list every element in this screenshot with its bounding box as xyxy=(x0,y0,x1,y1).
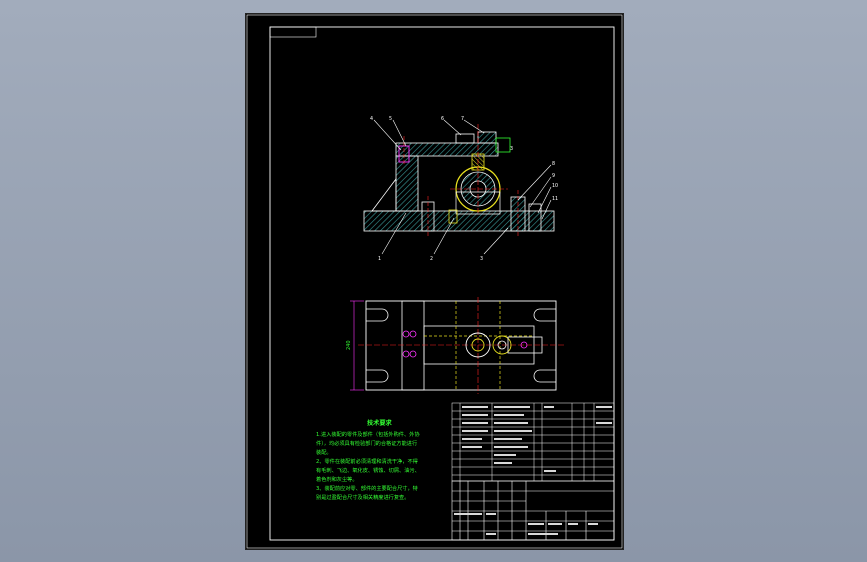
part-label: 11 xyxy=(552,196,558,202)
corner-label-box xyxy=(269,26,317,38)
part-label: 3 xyxy=(480,256,483,262)
title-block-text xyxy=(454,513,598,535)
dimension-label: 240 xyxy=(346,340,352,350)
part-label: 6 xyxy=(441,116,444,122)
part-label: 3 xyxy=(510,146,513,152)
part-label: 5 xyxy=(389,116,392,122)
part-label: 8 xyxy=(552,161,555,167)
part-label: 4 xyxy=(370,116,373,122)
tech-req-line: 有毛刺、飞边、氧化皮、锈蚀、切屑、油污、 xyxy=(316,466,420,474)
inner-frame xyxy=(269,26,615,541)
tech-req-line: 1.进入装配的零件及部件（包括外购件、外协 xyxy=(316,430,420,438)
tech-req-line: 件），均必须具有检验部门的合格证方能进行 xyxy=(316,439,417,447)
technical-requirements: 技术要求 1.进入装配的零件及部件（包括外购件、外协 件），均必须具有检验部门的… xyxy=(316,419,420,501)
tech-req-line: 着色剂和灰尘等。 xyxy=(316,475,358,483)
top-view: 240 xyxy=(346,297,564,394)
part-label: 9 xyxy=(552,173,555,179)
part-label: 7 xyxy=(461,116,464,122)
tech-req-line: 2、零件在装配前必须清理和清洗干净，不得 xyxy=(316,457,418,465)
part-label: 2 xyxy=(430,256,433,262)
drawing-sheet: 4 5 6 7 3 8 9 10 11 1 2 3 xyxy=(245,13,624,550)
parts-list-text xyxy=(462,406,612,472)
tech-req-line: 3、装配前应对零、部件的主要配合尺寸，特 xyxy=(316,484,418,492)
tech-req-line: 别是过盈配合尺寸及相关精度进行复查。 xyxy=(316,493,409,501)
fixture-assembly-drawing: 4 5 6 7 3 8 9 10 11 1 2 3 xyxy=(246,14,623,549)
part-label: 1 xyxy=(378,256,381,262)
parts-list-table xyxy=(451,402,615,482)
front-section-view: 4 5 6 7 3 8 9 10 11 1 2 3 xyxy=(363,116,558,262)
tech-req-line: 装配。 xyxy=(316,448,332,456)
title-block xyxy=(451,480,615,541)
part-label: 10 xyxy=(552,183,558,189)
outer-frame xyxy=(246,14,623,549)
tech-req-title: 技术要求 xyxy=(367,419,393,427)
